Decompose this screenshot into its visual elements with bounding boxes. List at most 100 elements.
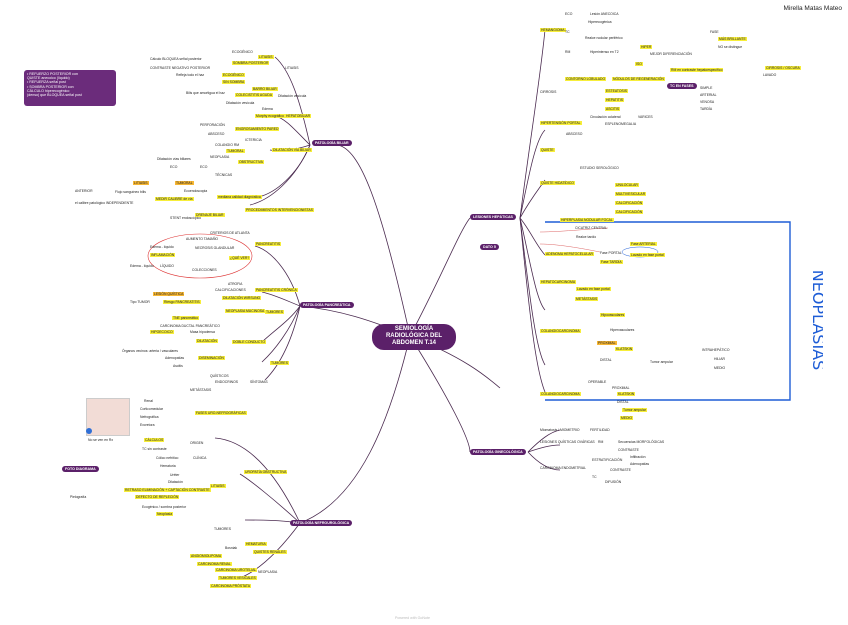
label: Realce nodular periférico — [585, 36, 623, 40]
label: DILATACIÓN — [196, 339, 218, 343]
label: Dilatación vesícula — [278, 94, 307, 98]
label: QUÍSTICOS — [210, 374, 229, 378]
label: HEMANGIOMA — [540, 28, 566, 32]
note-line: • REFUERZO POSTERIOR con — [27, 72, 78, 76]
label: TÉCNICAS — [215, 173, 233, 177]
label: PANCREATITIS — [255, 242, 282, 246]
label: QUISTE — [540, 148, 555, 152]
label: FASE — [710, 30, 719, 34]
label: NEOPLASIA — [210, 155, 230, 159]
label: DEFECTO DE REPLECIÓN — [135, 495, 180, 499]
note-line: (denso) que BLOQUEA señal post — [27, 93, 82, 98]
label: Edema - líquido — [130, 264, 154, 268]
note-line: QUISTE anecoico (líquido) — [27, 76, 70, 81]
label: CIRROSIS / OSCURA — [765, 66, 801, 70]
label: Masa hipodensa — [190, 330, 215, 334]
label: mediana calidad diagnóstica — [217, 195, 262, 199]
label: SOMBRA POSTERIOR — [232, 61, 270, 65]
label: PANCREATITIS CRÓNICA — [255, 288, 298, 292]
label: ANGIOMIOLIPOMA — [190, 554, 223, 558]
label: Realce tardío — [576, 235, 597, 239]
label: UNILOCULAR — [615, 183, 639, 187]
label: CALCIFICACIONES — [215, 288, 246, 292]
label: TUMORES — [270, 361, 289, 365]
label: QUISTES RENALES — [253, 550, 287, 554]
label: ADENOMA HEPATOCELULAR — [545, 252, 594, 256]
label: ENGROSAMIENTO PARED — [235, 127, 280, 131]
node-patologia-nefrourologica[interactable]: PATOLOGÍA NEFROUROLÓGICA — [290, 520, 353, 526]
label: LITIASIS — [133, 181, 149, 185]
label: Adenopatías — [630, 462, 650, 466]
label: MÁS BRILLANTE — [718, 37, 747, 41]
label: NECROSIS GLANDULAR — [195, 246, 235, 250]
label: HEPATITIS — [605, 98, 625, 102]
label: ASCITIS — [605, 107, 621, 111]
label: KLATSKIN — [617, 392, 636, 396]
label: CALCIFICACIÓN — [615, 210, 644, 214]
node-dato[interactable]: DATO 5 — [480, 244, 499, 250]
label: ORIGEN — [190, 441, 204, 445]
note-line: • SOMBRA POSTERIOR con — [27, 84, 74, 89]
label: Hiperintenso en T2 — [590, 50, 619, 54]
label: Corticomedular — [140, 407, 163, 411]
label: Dilatación vías biliares — [157, 157, 191, 161]
label: LITIASIS — [210, 484, 226, 488]
label: SIN SOMBRA — [222, 80, 246, 84]
label: ANTERIOR — [75, 189, 93, 193]
label: RM en contraste hepatoespecífico — [670, 68, 724, 72]
label: Miomatosis / MIOMETRIO — [540, 428, 580, 432]
label: FASES URO-NEFROGRÁFICAS — [195, 411, 247, 415]
label: CONTRASTE NEGATIVO POSTERIOR — [150, 66, 211, 70]
label: Nefrográfica — [140, 415, 159, 419]
node-tc-en-fases[interactable]: TC EN FASES — [667, 83, 697, 89]
footer-brand: Powered with GoNote — [395, 616, 430, 620]
label: ECO — [565, 12, 573, 16]
blue-dot-icon — [86, 428, 92, 434]
label: HIPERPLASIA NODULAR FOCAL — [560, 218, 614, 222]
node-foto-diagrama[interactable]: FOTO DIAGRAMA — [62, 466, 99, 472]
label: RM — [598, 440, 604, 444]
label: Secuencias MORFOLÓGICAS — [618, 440, 665, 444]
label: INFLAMACIÓN — [150, 253, 176, 257]
label: MEJOR DIFERENCIACIÓN — [650, 52, 692, 56]
label: DILATACIÓN VÍA BILIAR — [272, 148, 312, 152]
neoplasias-text: NEOPLASIAS — [809, 270, 823, 371]
label: NO se distingue — [718, 45, 743, 49]
label: LESIÓN QUÍSTICA — [153, 292, 185, 296]
label: METÁSTASIS — [575, 297, 599, 301]
label: COLANGIOCARCINOMA — [540, 392, 581, 396]
label: DISTAL — [600, 358, 612, 362]
label: QUISTE HIDATÍDICO — [540, 181, 575, 185]
node-patologia-pancreatica[interactable]: PATOLOGÍA PANCREÁTICA — [300, 302, 354, 308]
label: No se ven en Rx — [88, 438, 114, 442]
node-patologia-ginecologica[interactable]: PATOLOGÍA GINECOLÓGICA — [470, 449, 526, 455]
node-lesiones-hepaticas[interactable]: LESIONES HEPÁTICAS — [470, 214, 516, 220]
label: HEPATOCARCINOMA — [540, 280, 577, 284]
label: Circulación colateral — [590, 115, 621, 119]
label: Edema - líquido — [150, 245, 174, 249]
label: DISTAL — [617, 400, 629, 404]
label: ESTRATIFICACIÓN — [592, 458, 623, 462]
label: ESTEATOSIS — [605, 89, 628, 93]
label: VENOSA — [700, 100, 715, 104]
label: TUMORES — [214, 527, 231, 531]
label: ECOGÉNICO — [222, 73, 245, 77]
central-node[interactable]: SEMIOLOGÍA RADIOLÓGICA DEL ABDOMEN T.14 — [372, 324, 456, 350]
label: CRITERIOS DE ATLANTA — [210, 231, 250, 235]
label: Flujo sanguíneo bilis — [115, 190, 146, 194]
label: Refleja todo el haz — [176, 73, 205, 77]
label: TC — [592, 475, 597, 479]
label: MEDIO — [714, 366, 726, 370]
label: LITIASIS — [258, 55, 274, 59]
node-patologia-biliar[interactable]: PATOLOGÍA BILIAR — [312, 140, 352, 146]
label: AUMENTO TAMAÑO — [186, 237, 219, 241]
label: Bosniak — [225, 546, 238, 550]
label: DIFUSIÓN — [605, 480, 622, 484]
label: Lavado en fase portal — [630, 253, 665, 257]
label: CIRROSIS — [540, 90, 557, 94]
label: VARICES — [638, 115, 653, 119]
label: ENDOCRINOS — [215, 380, 238, 384]
label: Edema — [262, 107, 273, 111]
label: TARDÍA — [700, 107, 713, 111]
label: CARCINOMA ENDOMETRIAL — [540, 466, 586, 470]
